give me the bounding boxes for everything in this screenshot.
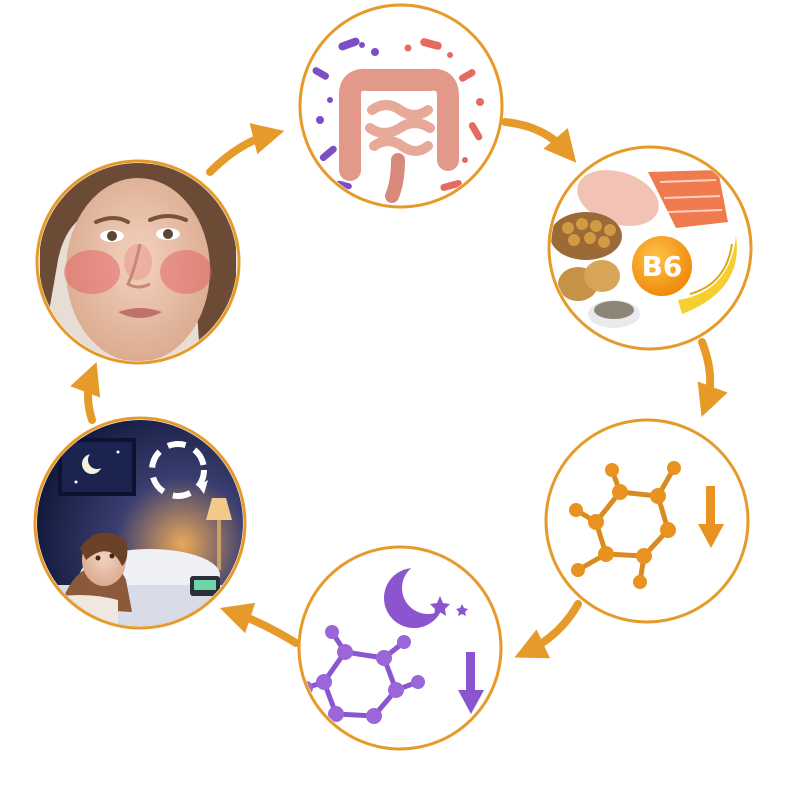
awake-in-bed-night-icon [37, 420, 243, 626]
arrow-melatonin-to-sleep [219, 602, 300, 647]
down-arrow-icon [698, 486, 724, 548]
node-serotonin-decrease [544, 418, 750, 624]
sleep-cycle-icon [149, 441, 208, 499]
intestine-with-bacteria-icon [302, 7, 500, 205]
arrow-serotonin-to-melatonin [514, 600, 582, 659]
arrow-skin-to-gut [206, 123, 285, 176]
moon-icon [384, 562, 454, 628]
arrow-sleep-to-skin [70, 362, 101, 424]
crescent-moon-icon [82, 451, 106, 474]
node-sleep-disruption [33, 416, 247, 630]
arrow-gut-to-nutrients [501, 118, 577, 163]
b6-food-sources-icon: B6 [551, 149, 749, 347]
molecule-moon-down-arrow-icon [301, 549, 499, 747]
b6-badge-label: B6 [642, 250, 683, 283]
node-melatonin-decrease [297, 545, 503, 751]
star-icon [430, 596, 468, 616]
down-arrow-icon [458, 652, 484, 714]
face-rosacea-icon [39, 163, 237, 361]
cycle-arrows [70, 118, 728, 659]
arrow-nutrients-to-serotonin [697, 338, 728, 418]
node-gut-microbiome [298, 3, 504, 209]
molecule-down-arrow-icon [548, 422, 746, 620]
node-nutrients: B6 [547, 145, 753, 351]
node-skin-redness [35, 159, 241, 365]
